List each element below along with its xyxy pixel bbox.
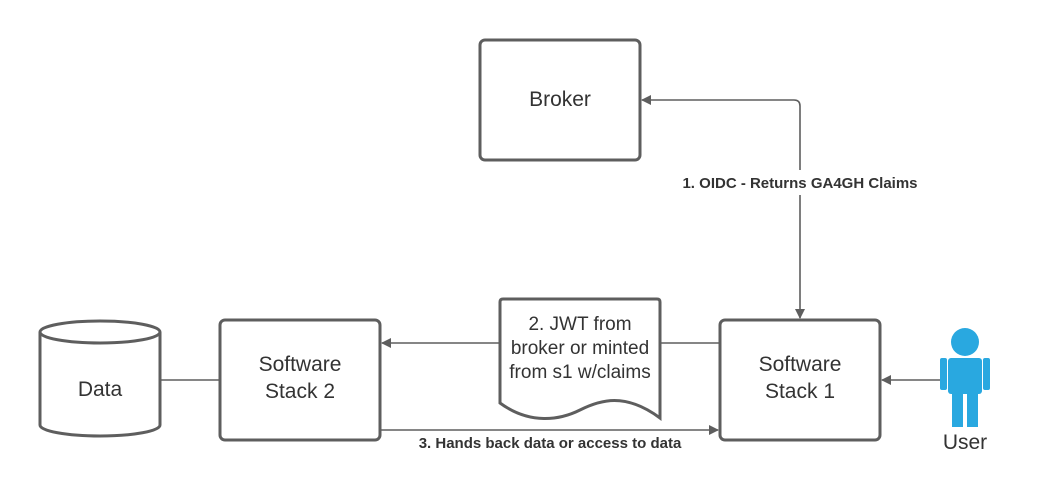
data-store-node: Data	[38, 319, 162, 438]
stack1-node: Software Stack 1	[718, 318, 882, 442]
user-torso	[948, 358, 982, 394]
jwt-doc-line2: broker or minted	[511, 338, 649, 359]
jwt-document-shape	[498, 297, 662, 421]
stack1-box	[718, 318, 882, 442]
user-icon	[940, 328, 990, 427]
stack1-label-line1: Software	[759, 353, 842, 376]
user-left-arm	[940, 358, 947, 390]
stack2-node: Software Stack 2	[218, 318, 382, 442]
jwt-doc-line1: 2. JWT from	[528, 314, 631, 335]
data-cylinder-body	[38, 332, 162, 438]
stack2-label-line1: Software	[259, 353, 342, 376]
hands-back-label: 3. Hands back data or access to data	[419, 435, 682, 452]
data-label: Data	[78, 378, 123, 401]
oidc-arrow-to-broker	[641, 95, 801, 170]
broker-box	[478, 38, 642, 162]
jwt-document-node: 2. JWT from broker or minted from s1 w/c…	[498, 297, 662, 421]
user-right-arm	[983, 358, 990, 390]
user-label: User	[943, 431, 987, 454]
stack2-label-line2: Stack 2	[265, 380, 335, 403]
broker-label: Broker	[529, 88, 591, 111]
broker-node: Broker	[478, 38, 642, 162]
stack1-label-line2: Stack 1	[765, 380, 835, 403]
user-left-leg	[952, 393, 963, 427]
data-cylinder-top	[38, 319, 162, 345]
user-right-leg	[967, 393, 978, 427]
jwt-doc-line3: from s1 w/claims	[509, 362, 650, 383]
user-head	[951, 328, 979, 356]
oidc-label: 1. OIDC - Returns GA4GH Claims	[682, 175, 917, 192]
